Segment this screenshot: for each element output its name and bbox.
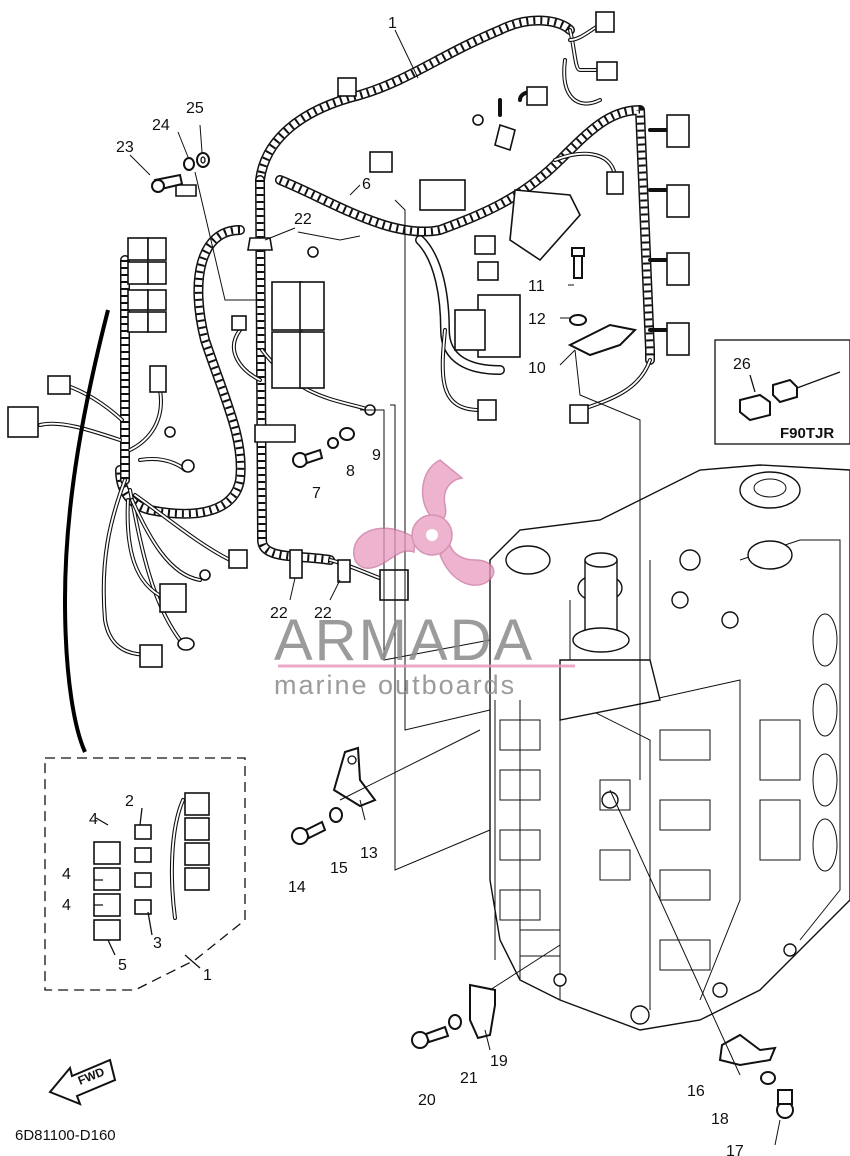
callout-22-left: 22 bbox=[270, 605, 288, 622]
callout-26: 26 bbox=[733, 356, 751, 373]
callout-1: 1 bbox=[388, 15, 397, 32]
variant-inset-box bbox=[714, 339, 850, 445]
callout-23: 23 bbox=[116, 139, 134, 156]
callout-18: 18 bbox=[711, 1111, 729, 1128]
variant-label: F90TJR bbox=[780, 425, 834, 442]
callout-4-middle: 4 bbox=[62, 866, 71, 883]
watermark-text: ARMADA marine outboards bbox=[274, 608, 575, 700]
hardware-parts bbox=[151, 152, 794, 1119]
callout-13: 13 bbox=[360, 845, 378, 862]
callout-9: 9 bbox=[372, 447, 381, 464]
callout-25: 25 bbox=[186, 100, 204, 117]
callout-6: 6 bbox=[362, 176, 371, 193]
fwd-direction-arrow: FWD bbox=[48, 1058, 117, 1106]
callout-4-bottom: 4 bbox=[62, 897, 71, 914]
relay-detail-inset bbox=[44, 309, 246, 991]
callout-5: 5 bbox=[118, 957, 127, 974]
leader-lines bbox=[129, 29, 781, 1146]
callout-15: 15 bbox=[330, 860, 348, 877]
callout-7: 7 bbox=[312, 485, 321, 502]
callout-20: 20 bbox=[418, 1092, 436, 1109]
callout-22-top: 22 bbox=[294, 211, 312, 228]
callout-labels: 1 6 22 23 24 25 11 12 10 26 F90TJR 9 8 7… bbox=[62, 15, 834, 1156]
callout-17: 17 bbox=[726, 1143, 744, 1156]
callout-22-right: 22 bbox=[314, 605, 332, 622]
callout-10: 10 bbox=[528, 360, 546, 377]
callout-14: 14 bbox=[288, 879, 306, 896]
callout-19: 19 bbox=[490, 1053, 508, 1070]
callout-2: 2 bbox=[125, 793, 134, 810]
watermark-brand: ARMADA bbox=[274, 608, 534, 673]
callout-12: 12 bbox=[528, 311, 546, 328]
callout-3: 3 bbox=[153, 935, 162, 952]
callout-16: 16 bbox=[687, 1083, 705, 1100]
callout-4-top: 4 bbox=[89, 811, 98, 828]
diagram-code: 6D81100-D160 bbox=[15, 1127, 116, 1144]
main-wire-harness bbox=[38, 15, 672, 657]
callout-21: 21 bbox=[460, 1070, 478, 1087]
engine-block bbox=[489, 464, 850, 1031]
callout-1-inset: 1 bbox=[203, 967, 212, 984]
watermark-tagline: marine outboards bbox=[274, 670, 516, 700]
callout-8: 8 bbox=[346, 463, 355, 480]
watermark-propeller-logo bbox=[353, 459, 495, 586]
harness-connectors bbox=[7, 11, 690, 668]
callout-11: 11 bbox=[528, 278, 545, 295]
callout-24: 24 bbox=[152, 117, 170, 134]
